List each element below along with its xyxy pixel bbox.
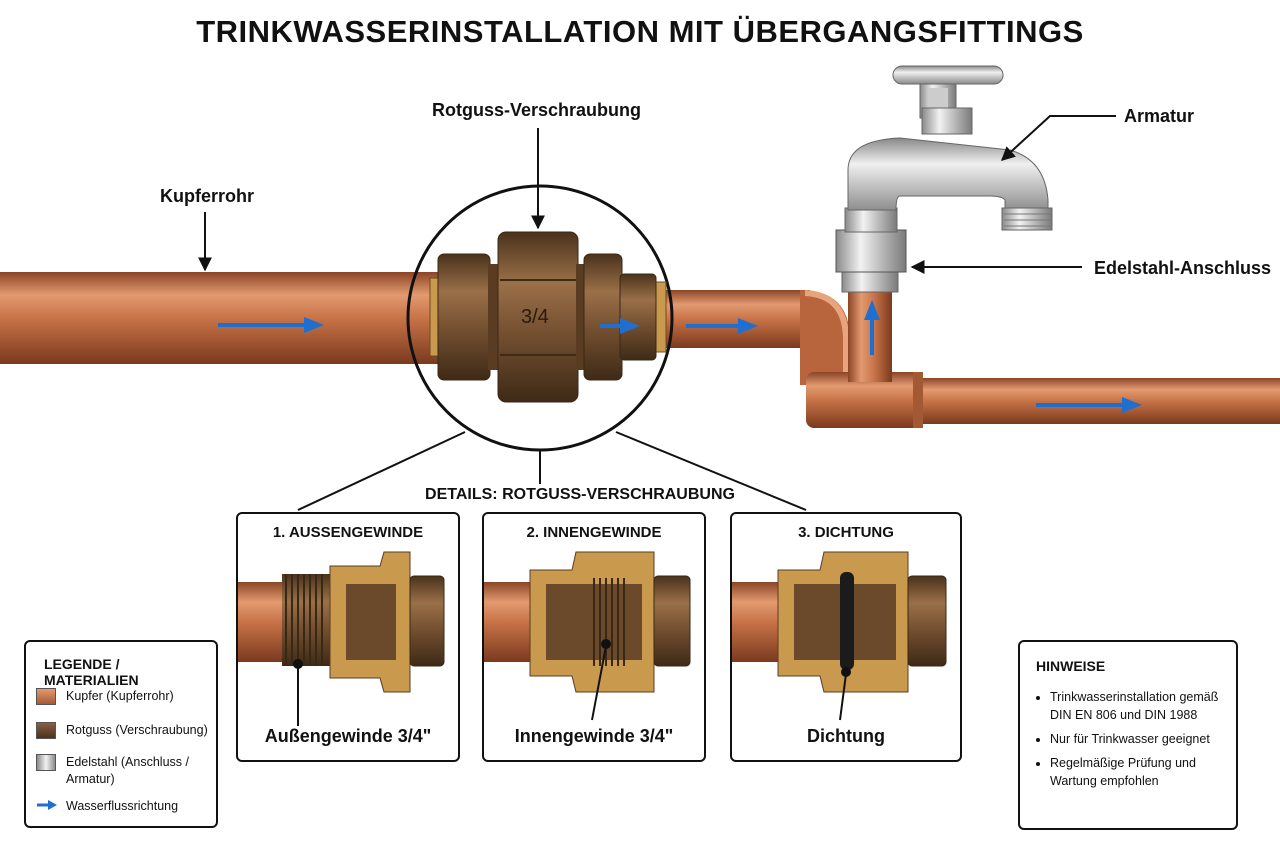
bronze-swatch: [36, 722, 56, 739]
notes-box: HINWEISE Trinkwasserinstallation gemäß D…: [1018, 640, 1238, 830]
details-heading: DETAILS: ROTGUSS-VERSCHRAUBUNG: [0, 486, 1160, 504]
detail-panel-caption: Innengewinde 3/4": [484, 726, 704, 747]
detail-panel-aussengewinde: 1. AUSSENGEWINDE Außengewinde 3/4": [236, 512, 460, 762]
legend-label: Rotguss (Verschraubung): [66, 722, 208, 739]
notes-list: Trinkwasserinstallation gemäß DIN EN 806…: [1036, 688, 1230, 796]
copper-swatch: [36, 688, 56, 705]
notes-title: HINWEISE: [1036, 658, 1105, 674]
copper-pipe-main: [0, 272, 440, 364]
note-item: Nur für Trinkwasser geeignet: [1050, 730, 1230, 748]
label-armatur: Armatur: [1124, 106, 1194, 127]
steel-swatch: [36, 754, 56, 771]
note-item: Regelmäßige Prüfung und Wartung empfohle…: [1050, 754, 1230, 790]
legend-box: LEGENDE / MATERIALIEN Kupfer (Kupferrohr…: [24, 640, 218, 828]
flow-arrow-icon: [36, 798, 58, 812]
page-title: TRINKWASSERINSTALLATION MIT ÜBERGANGSFIT…: [0, 14, 1280, 50]
detail-panel-caption: Außengewinde 3/4": [238, 726, 458, 747]
legend-item-steel: Edelstahl (Anschluss / Armatur): [36, 754, 206, 788]
copper-pipe-lower: [806, 290, 1280, 428]
faucet-armatur: [848, 66, 1052, 230]
stainless-connection: [836, 208, 906, 292]
note-item: Trinkwasserinstallation gemäß DIN EN 806…: [1050, 688, 1230, 724]
detail-panel-title: 1. AUSSENGEWINDE: [238, 524, 458, 541]
detail-panel-dichtung: 3. DICHTUNG Dichtung: [730, 512, 962, 762]
detail-panel-title: 3. DICHTUNG: [732, 524, 960, 541]
label-rotguss-verschraubung: Rotguss-Verschraubung: [432, 100, 641, 121]
detail-panel-title: 2. INNENGEWINDE: [484, 524, 704, 541]
label-edelstahl-anschluss: Edelstahl-Anschluss: [1094, 258, 1271, 279]
legend-item-flow: Wasserflussrichtung: [36, 798, 178, 815]
legend-title: LEGENDE / MATERIALIEN: [44, 656, 216, 688]
legend-item-copper: Kupfer (Kupferrohr): [36, 688, 174, 705]
label-kupferrohr: Kupferrohr: [160, 186, 254, 207]
copper-pipe-right: [660, 290, 850, 385]
legend-label: Edelstahl (Anschluss / Armatur): [66, 754, 206, 788]
legend-item-bronze: Rotguss (Verschraubung): [36, 722, 208, 739]
legend-label: Wasserflussrichtung: [66, 798, 178, 815]
detail-panel-caption: Dichtung: [732, 726, 960, 747]
legend-label: Kupfer (Kupferrohr): [66, 688, 174, 705]
fitting-size-label: 3/4: [521, 306, 549, 329]
detail-panel-innengewinde: 2. INNENGEWINDE Innengewinde 3/4": [482, 512, 706, 762]
